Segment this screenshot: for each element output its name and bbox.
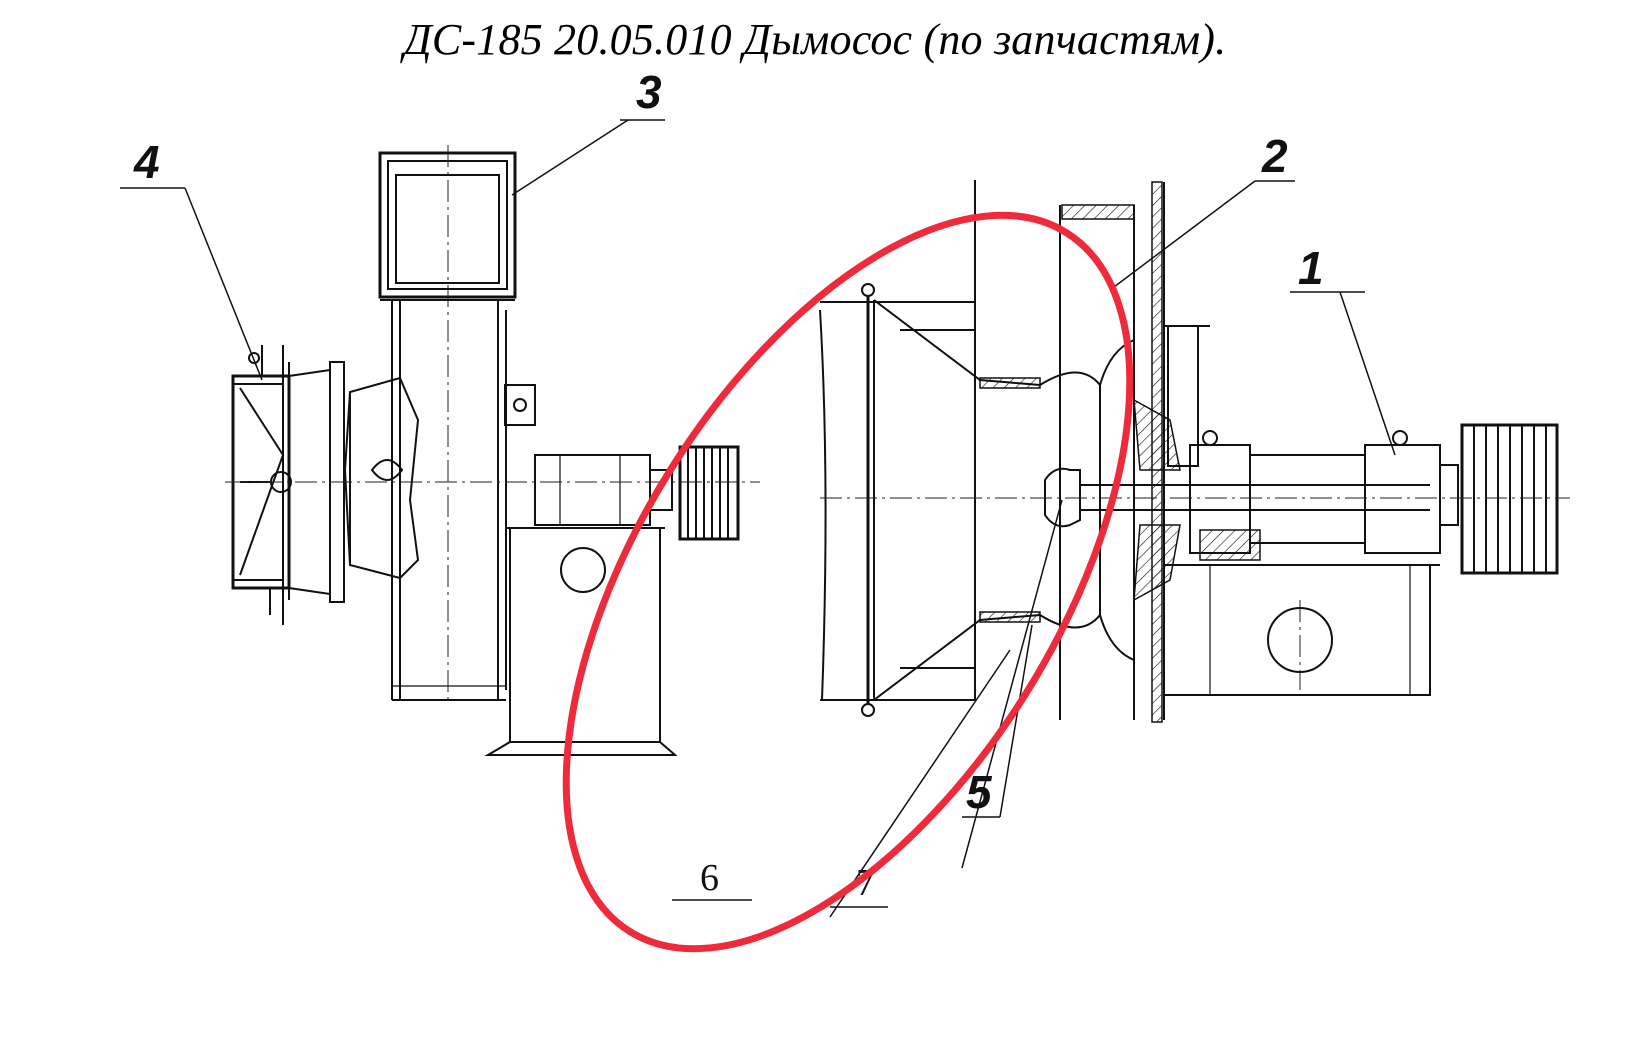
drawing-title: ДС-185 20.05.010 Дымосос (по запчастям). (403, 15, 1227, 64)
callout-4-label: 4 (133, 136, 160, 188)
callout-4: 4 (120, 136, 263, 381)
left-shaft-pulley (534, 445, 740, 541)
inlet-damper (231, 345, 345, 625)
right-pedestal (1163, 564, 1440, 696)
callout-2-label: 2 (1261, 130, 1288, 182)
callout-6-label: 6 (700, 857, 719, 899)
callout-1: 1 (1290, 242, 1396, 456)
right-pulley (1439, 423, 1559, 575)
inlet-cone (819, 283, 1041, 717)
highlight-ellipse (562, 211, 1134, 953)
right-shaft-bearings (1080, 325, 1441, 561)
left-assembly (225, 145, 760, 756)
left-pedestal (484, 527, 678, 756)
callout-3-label: 3 (636, 66, 662, 118)
callout-2: 2 (1109, 130, 1295, 291)
callout-3: 3 (511, 66, 665, 196)
right-assembly (819, 180, 1570, 723)
callout-5: 5 (961, 499, 1063, 869)
left-pulley (678, 445, 740, 541)
callout-1-label: 1 (1298, 242, 1324, 294)
fan-housing (343, 300, 536, 701)
callout-6: 6 (672, 857, 752, 901)
